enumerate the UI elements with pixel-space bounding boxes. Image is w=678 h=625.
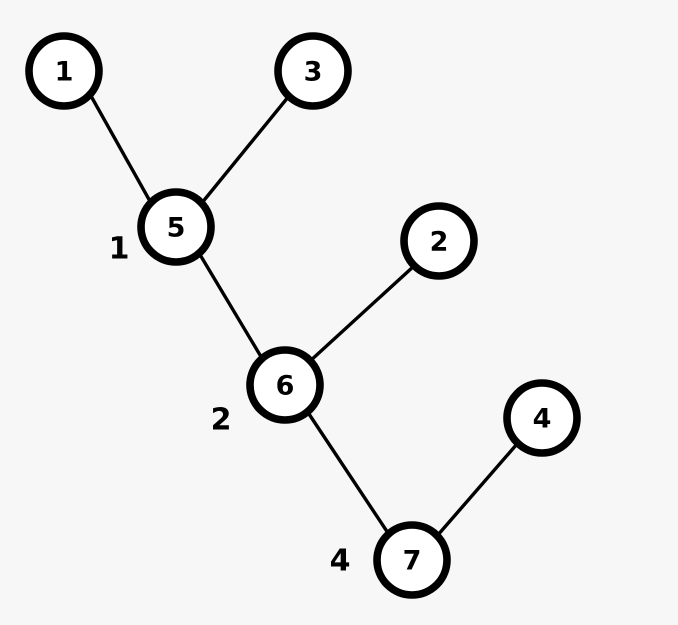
- graph-edge-n4-n7[interactable]: [435, 442, 519, 538]
- edges-layer: [89, 94, 519, 538]
- graph-node-7[interactable]: 7: [373, 521, 451, 599]
- graph-node-1[interactable]: 1: [25, 32, 103, 110]
- edge-weight-label-2: 2: [211, 403, 232, 438]
- graph-node-5[interactable]: 5: [137, 188, 215, 266]
- node-label-3: 3: [304, 57, 323, 88]
- graph-edge-n1-n5[interactable]: [89, 95, 153, 204]
- node-circle-3[interactable]: [274, 32, 352, 110]
- nodes-layer: 1 3 5 2 6 4 7: [25, 32, 581, 599]
- graph-node-6[interactable]: 6: [246, 346, 324, 424]
- node-circle-2[interactable]: [400, 202, 478, 280]
- edge-labels-layer: 1 2 4: [109, 232, 351, 579]
- graph-edge-n3-n5[interactable]: [199, 94, 291, 206]
- node-circle-6[interactable]: [246, 346, 324, 424]
- node-circle-4[interactable]: [503, 379, 581, 457]
- node-label-1: 1: [55, 57, 74, 88]
- graph-node-3[interactable]: 3: [274, 32, 352, 110]
- node-circle-5[interactable]: [137, 188, 215, 266]
- node-label-2: 2: [430, 227, 449, 258]
- graph-edge-n6-n7[interactable]: [305, 410, 392, 537]
- graph-node-4[interactable]: 4: [503, 379, 581, 457]
- graph-node-2[interactable]: 2: [400, 202, 478, 280]
- node-circle-1[interactable]: [25, 32, 103, 110]
- node-label-5: 5: [167, 213, 186, 244]
- graph-edge-n2-n6[interactable]: [307, 264, 416, 364]
- edge-weight-label-4: 4: [330, 544, 351, 579]
- node-label-7: 7: [403, 546, 422, 577]
- graph-edge-n5-n6[interactable]: [197, 252, 265, 361]
- node-label-4: 4: [533, 404, 552, 435]
- node-label-6: 6: [276, 371, 295, 402]
- edge-weight-label-1: 1: [109, 232, 130, 267]
- node-circle-7[interactable]: [373, 521, 451, 599]
